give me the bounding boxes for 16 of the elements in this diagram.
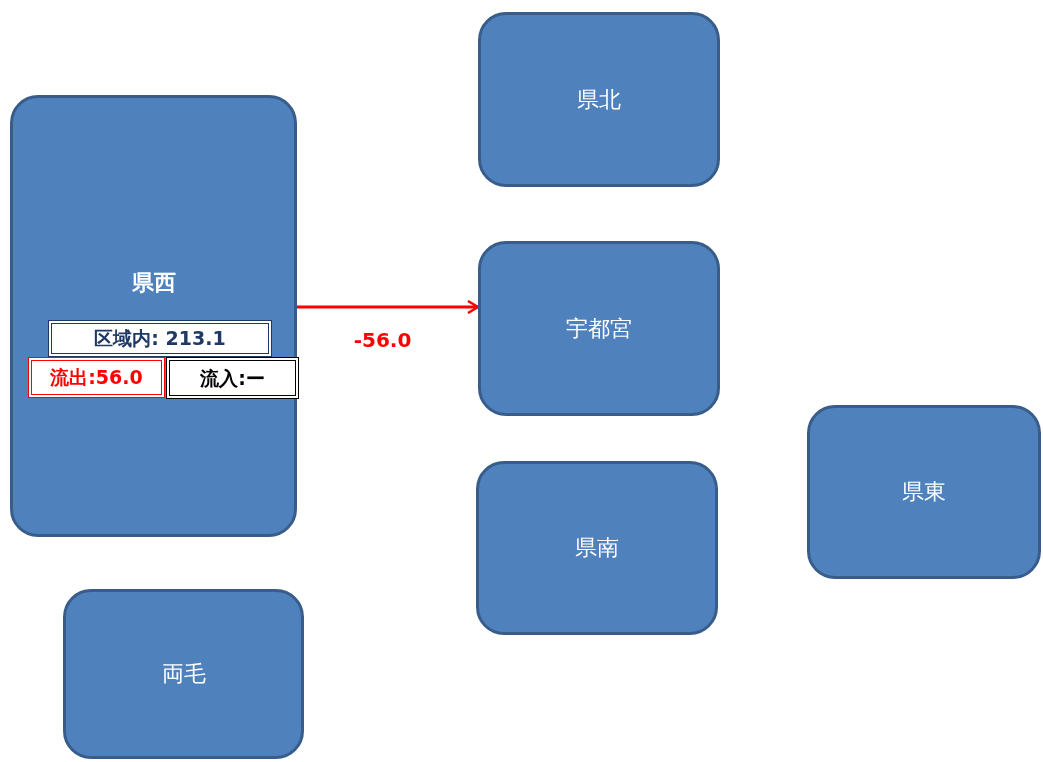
region-box <box>476 461 718 635</box>
value-box: 流出:56.0 <box>28 357 165 398</box>
region-label: 県南 <box>574 534 620 562</box>
value-box: 流入:ー <box>166 357 299 399</box>
arrow <box>297 299 480 315</box>
region-box <box>478 241 720 416</box>
region-label: 県北 <box>576 85 622 114</box>
region-label: 両毛 <box>160 660 207 688</box>
region-label: 県東 <box>901 478 947 506</box>
region-label: 宇都宮 <box>565 314 633 343</box>
region-box <box>807 405 1041 579</box>
region-box <box>478 12 720 187</box>
region-box <box>63 589 304 759</box>
region-label: 県西 <box>130 269 177 297</box>
value-box: 区域内: 213.1 <box>48 320 272 357</box>
region-box <box>10 95 297 537</box>
